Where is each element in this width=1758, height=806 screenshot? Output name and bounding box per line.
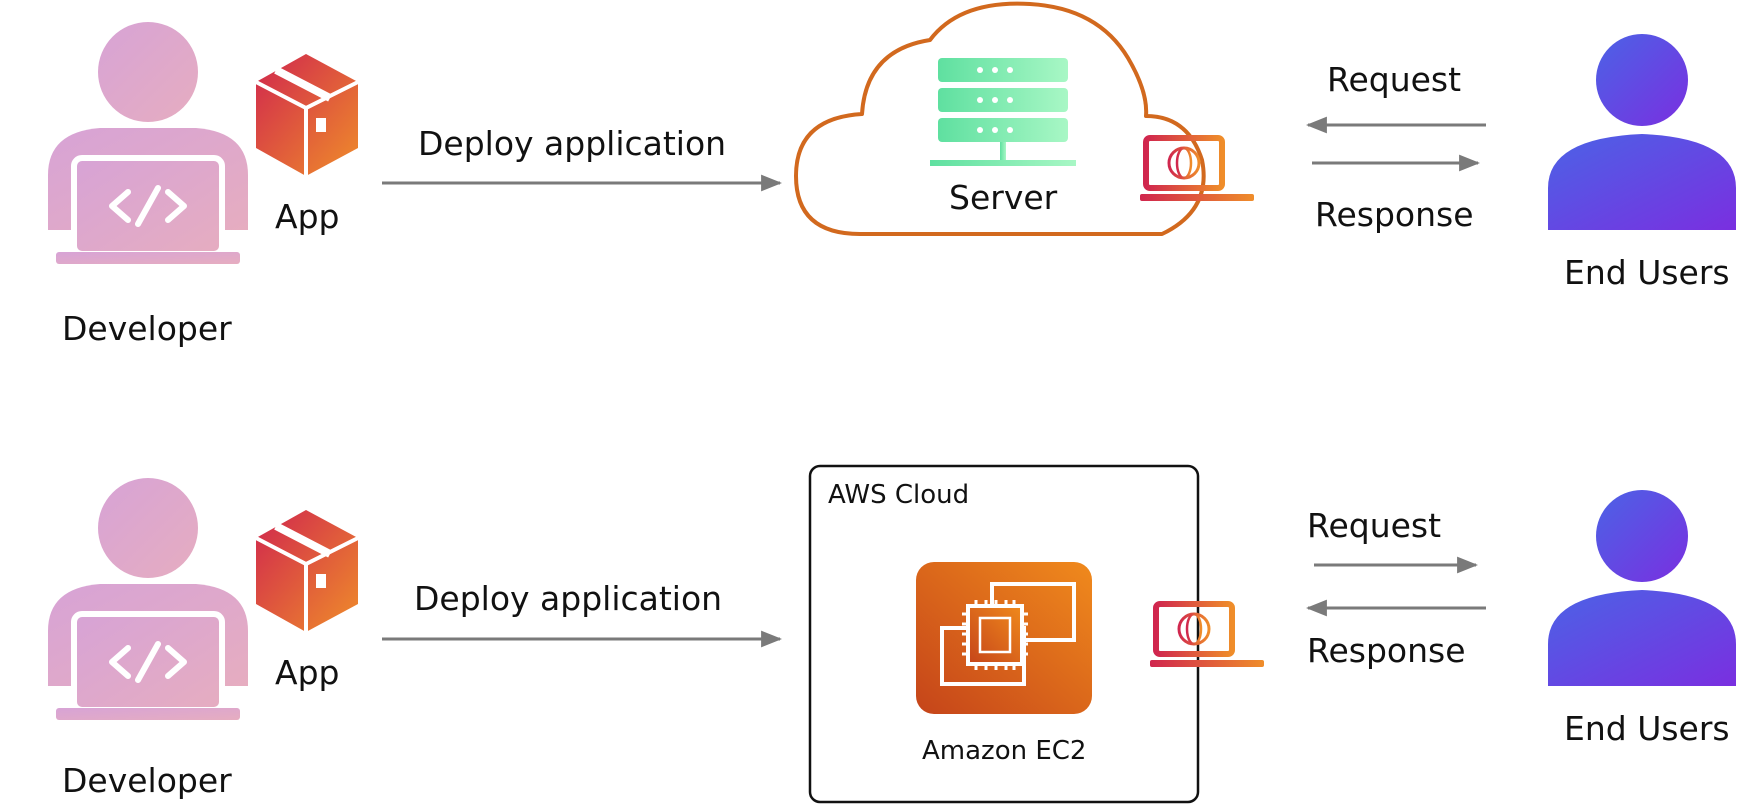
end-users-label: End Users	[1564, 253, 1730, 292]
web-laptop-icon	[1150, 604, 1264, 667]
user-icon	[1548, 490, 1736, 686]
developer-label: Developer	[62, 761, 232, 800]
deploy-label: Deploy application	[418, 124, 727, 163]
ec2-label: Amazon EC2	[922, 736, 1087, 766]
app-label: App	[275, 197, 340, 236]
response-label: Response	[1307, 631, 1466, 670]
server-label: Server	[949, 178, 1058, 217]
user-icon	[1548, 34, 1736, 230]
request-label: Request	[1327, 60, 1462, 99]
package-box-icon	[256, 510, 358, 632]
server-rack-icon	[930, 58, 1076, 166]
developer-label: Developer	[62, 309, 232, 348]
ec2-chip-icon	[916, 562, 1092, 714]
aws-cloud-boundary	[808, 464, 1200, 804]
developer-laptop-icon	[48, 478, 248, 720]
request-label: Request	[1307, 506, 1442, 545]
end-users-label: End Users	[1564, 709, 1730, 748]
deploy-label: Deploy application	[414, 579, 723, 618]
developer-laptop-icon	[48, 22, 248, 264]
response-label: Response	[1315, 195, 1474, 234]
app-label: App	[275, 653, 340, 692]
aws-cloud-label: AWS Cloud	[828, 480, 970, 510]
package-box-icon	[256, 54, 358, 176]
